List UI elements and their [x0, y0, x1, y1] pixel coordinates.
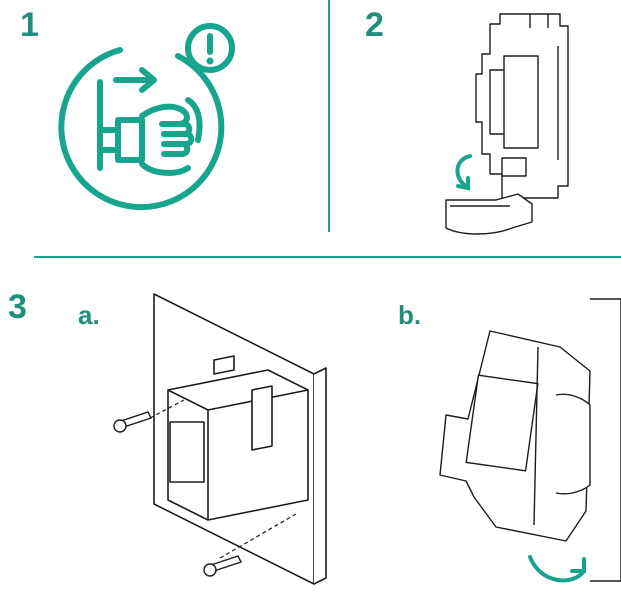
din-rail-icon: [439, 298, 621, 583]
horizontal-divider: [34, 256, 621, 258]
unplug-warning-icon: [58, 23, 235, 211]
wall-mount-icon: [113, 293, 327, 585]
substep-a-label: a.: [78, 300, 100, 330]
step-1-number: 1: [20, 6, 39, 44]
substep-b-label: b.: [398, 300, 422, 330]
step-2-number: 2: [365, 6, 384, 44]
step-3-number: 3: [8, 288, 27, 326]
remove-clip-icon: [445, 13, 569, 235]
vertical-divider: [328, 0, 330, 232]
